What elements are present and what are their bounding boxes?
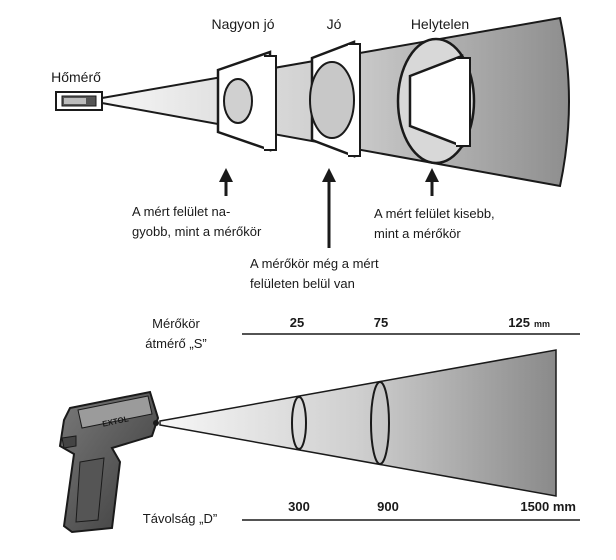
zone-label-good: Jó: [327, 16, 342, 32]
arrow-right: [425, 168, 439, 196]
target-incorrect: [396, 37, 476, 165]
spot-value-75: 75: [374, 315, 388, 330]
spot-value-25: 25: [290, 315, 304, 330]
note-right-line2: mint a mérőkör: [374, 226, 461, 241]
note-right-line1: A mért felület kisebb,: [374, 206, 495, 221]
arrow-left: [219, 168, 233, 196]
distance-value-300: 300: [288, 499, 310, 514]
spot-unit: mm: [534, 319, 550, 329]
spot-ring-900: [370, 381, 390, 465]
bottom-cone: [159, 349, 557, 497]
distance-value-900: 900: [377, 499, 399, 514]
spot-ring-300: [291, 396, 307, 450]
zone-label-incorrect: Helytelen: [411, 16, 469, 32]
spot-label-line1: Mérőkör: [152, 316, 200, 331]
distance-label: Távolság „D”: [143, 511, 217, 526]
note-center-line2: felületen belül van: [250, 276, 355, 291]
distance-value-1500: 1500 mm: [520, 499, 576, 514]
spot-value-125: 125: [508, 315, 530, 330]
zone-label-very-good: Nagyon jó: [211, 16, 274, 32]
target-good: [309, 40, 361, 158]
target-very-good: [216, 50, 277, 152]
note-center-line1: A mérőkör még a mért: [250, 256, 379, 271]
note-left-line1: A mért felület na-: [132, 204, 230, 219]
spot-label-line2: átmérő „S”: [145, 336, 206, 351]
arrow-center: [322, 168, 336, 248]
thermometer-label: Hőmérő: [51, 69, 101, 85]
note-left-line2: gyobb, mint a mérőkör: [132, 224, 262, 239]
thermometer-icon: [55, 91, 103, 111]
ir-thermometer-gun-icon: EXTOL: [58, 390, 160, 534]
